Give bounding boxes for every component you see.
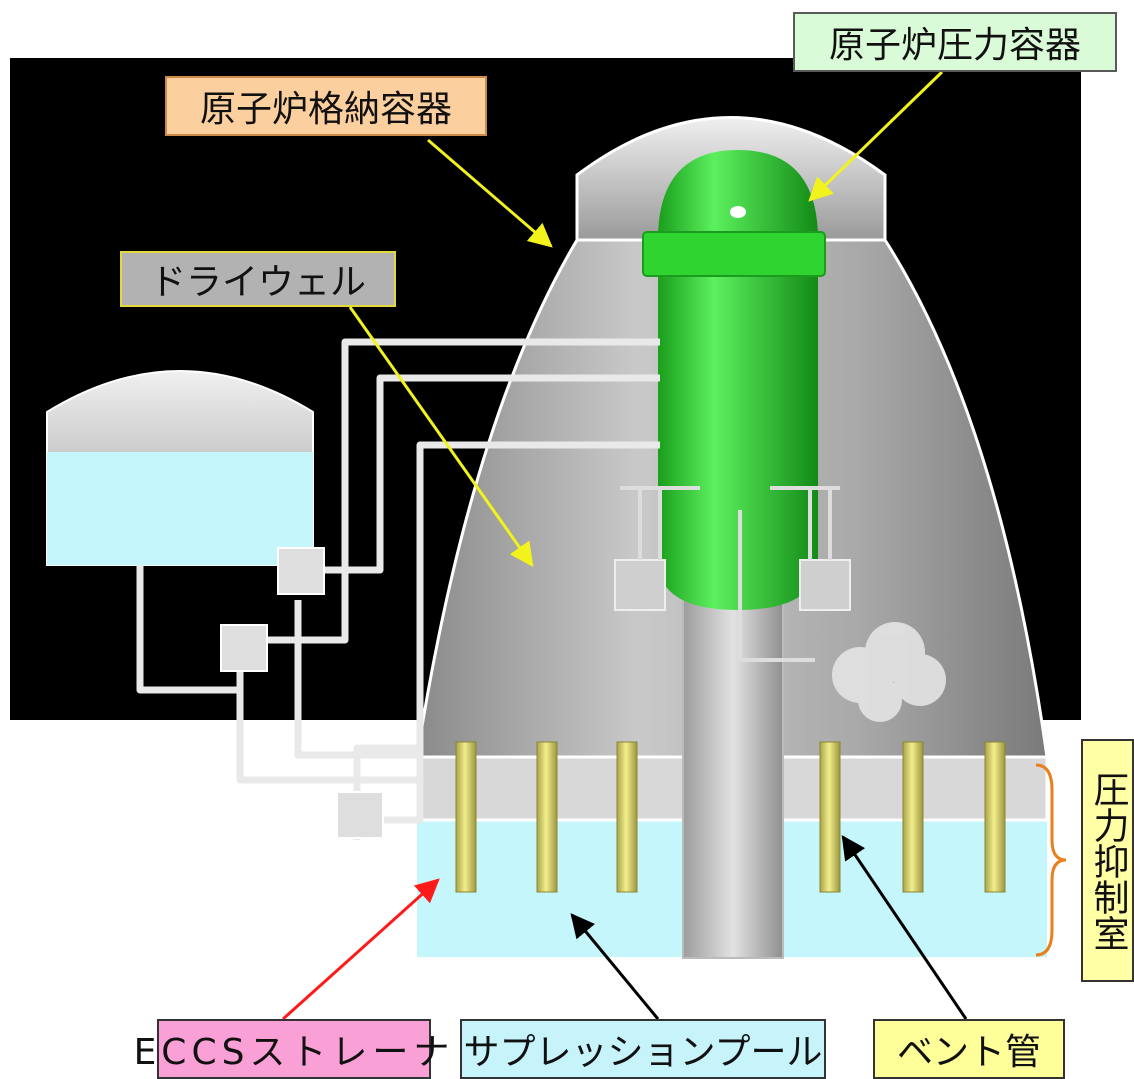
reactor-pressure-vessel xyxy=(642,150,826,610)
suppression-pool-label: サプレッションプール xyxy=(460,1019,826,1079)
drywell-label: ドライウェル xyxy=(120,251,396,307)
arrow-containment xyxy=(427,138,553,248)
pump-3 xyxy=(336,791,384,839)
arrow-drywell xyxy=(348,306,534,567)
pump-2 xyxy=(277,547,325,595)
steam-cloud xyxy=(832,622,946,722)
water-storage-tank xyxy=(46,370,314,566)
vent-pipes xyxy=(455,741,1006,893)
relief-valve-right xyxy=(738,486,851,662)
containment-vessel-label: 原子炉格納容器 xyxy=(165,76,487,136)
arrow-suppression-pool xyxy=(570,913,660,1020)
arrow-eccs-strainer xyxy=(281,878,440,1021)
eccs-strainer-label: ECCSストレーナ xyxy=(134,1019,449,1079)
pressure-vessel-label: 原子炉圧力容器 xyxy=(793,12,1117,72)
pump-1 xyxy=(220,624,268,672)
arrow-pressure-vessel xyxy=(808,70,944,202)
arrow-vent-pipe xyxy=(841,835,968,1020)
relief-valve-left xyxy=(614,486,700,611)
eccs-piping xyxy=(136,338,660,840)
vent-pipe-label: ベント管 xyxy=(873,1019,1065,1079)
pedestal-column xyxy=(682,559,784,959)
suppression-chamber-bracket xyxy=(1035,763,1067,957)
suppression-chamber-label: 圧力抑制室 xyxy=(1081,739,1134,982)
